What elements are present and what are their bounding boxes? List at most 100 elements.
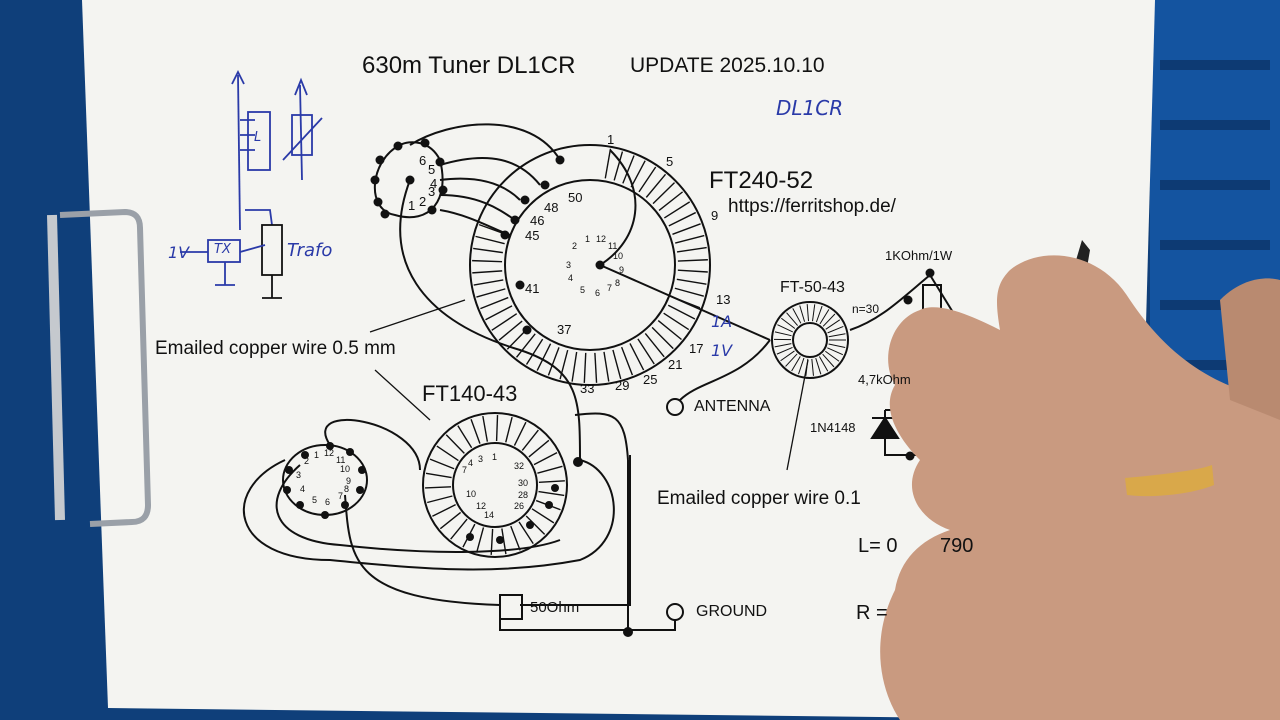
ft50-windings [773,304,846,376]
handwritten-l-box: L [254,130,262,145]
ft240-inner-tap: 5 [580,285,586,295]
resistor-47k-label: 4,7kOhm [858,372,911,387]
winding-stroke [472,270,503,274]
top-switch-tap: 6 [419,153,427,168]
wire-leader-bottom [374,369,431,421]
handwritten-trafo: Trafo [287,240,333,261]
winding-stroke [637,338,655,365]
winding-stroke [510,525,521,551]
ft240-tap: 33 [580,381,595,396]
winding-stroke [613,151,624,181]
winding-stroke [513,421,527,446]
bottom-switch-tap: 12 [324,448,335,458]
winding-stroke [436,445,459,462]
ft140-windings [425,415,565,555]
ft240-tap: 37 [557,322,572,337]
ft50-outer-ring [771,301,849,379]
handwritten-callsign: DL1CR [776,96,844,120]
bottom-switch-tap: 10 [340,464,351,474]
winding-stroke [672,223,701,235]
winding-stroke [677,269,708,273]
winding-stroke [571,351,578,382]
inductance-max: 790 [940,535,974,557]
binder-texture [1160,60,1270,370]
winding-stroke [531,508,555,524]
ft240-tap: 50 [568,190,583,205]
winding-stroke [491,313,518,331]
ft240-outer-ring [469,144,711,386]
antenna-label: ANTENNA [694,398,771,415]
winding-stroke [774,331,792,337]
winding-stroke [644,333,665,358]
winding-stroke [475,235,505,245]
winding-stroke [473,247,503,254]
winding-stroke [425,486,452,489]
bottom-switch-tap: 6 [325,497,331,507]
winding-stroke [815,305,823,323]
bottom-switch-tap: 3 [296,470,302,480]
winding-stroke [457,425,473,449]
winding-stroke [658,191,684,212]
bottom-switch-tap: 11 [336,455,346,465]
ft50-turns: n=30 [852,302,880,316]
winding-stroke [480,296,509,310]
ft240-tap: 17 [689,341,704,356]
winding-stroke [505,416,513,443]
wire-leader-top [369,299,466,333]
ft240-inner-tap: 4 [568,273,574,283]
ft240-label: FT240-52 [709,167,814,194]
winding-stroke [429,458,455,470]
bottom-switch-tap: 7 [338,491,344,501]
winding-stroke [674,287,704,297]
winding-stroke [676,278,707,285]
winding-stroke [538,480,565,484]
winding-stroke [620,346,634,376]
bottom-switch-tap: 5 [312,495,318,505]
winding-stroke [622,155,635,184]
ft140-outer-ring [422,412,568,558]
winding-stroke [498,320,523,341]
winding-stroke [828,333,846,338]
ft240-tap: 5 [666,154,674,169]
winding-stroke [827,347,844,356]
winding-stroke [485,305,513,321]
winding-stroke [425,472,452,479]
winding-stroke [470,418,481,444]
handwritten-1v: 1V [711,341,733,360]
update-date: UPDATE 2025.10.10 [630,54,825,77]
ft240-inner-tap: 2 [572,241,578,251]
ft240-tap: 41 [525,281,540,296]
winding-stroke [792,308,802,324]
ft240-tap: 45 [525,228,540,243]
winding-stroke [815,357,822,375]
winding-stroke [476,527,485,553]
winding-stroke [515,333,536,358]
winding-stroke [604,148,612,179]
ft240-tap: 29 [615,378,630,393]
winding-stroke [476,288,506,298]
winding-stroke [495,415,499,442]
winding-stroke [819,309,830,325]
winding-stroke [537,465,563,474]
ft50-label: FT-50-43 [780,279,845,296]
winding-stroke [777,324,794,333]
ft240-inner-tap: 1 [585,234,591,244]
resistance-label: R = [856,602,888,624]
winding-stroke [812,304,816,322]
page-title: 630m Tuner DL1CR [362,52,576,79]
winding-stroke [439,511,462,530]
bottom-switch-tap: 4 [300,484,306,494]
winding-stroke [528,439,550,458]
winding-stroke [427,495,453,504]
ft240-inner-tap: 8 [615,278,621,288]
winding-stroke [482,415,489,442]
ft240-tap: 1 [607,132,615,147]
winding-stroke [806,304,810,322]
ft140-tap: 12 [476,501,487,511]
ft240-tap: 48 [544,200,559,215]
winding-stroke [657,320,682,341]
winding-stroke [533,451,558,466]
ft140-tap: 30 [518,478,529,488]
winding-stroke [629,343,645,371]
winding-stroke [518,521,534,545]
